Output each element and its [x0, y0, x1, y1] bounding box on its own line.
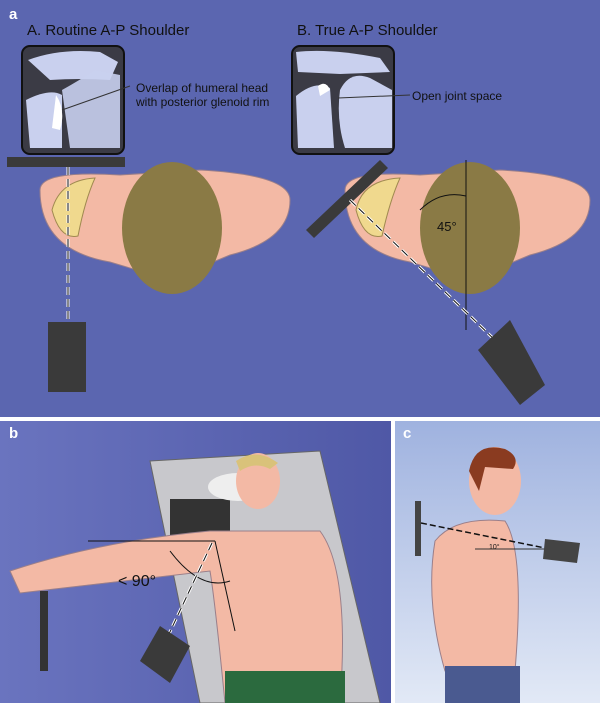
detector-plate-left	[7, 157, 125, 167]
xray-tube-left	[48, 322, 86, 392]
overlap-callout-line2: with posterior glenoid rim	[136, 95, 270, 109]
overlap-callout-line1: Overlap of humeral head	[136, 81, 269, 95]
panel-b: b < 90°	[0, 421, 391, 703]
patient-torso-c	[431, 519, 519, 672]
xray-tube-b	[140, 626, 190, 683]
angle-90-label: < 90°	[118, 573, 156, 590]
open-joint-callout: Open joint space	[412, 89, 503, 103]
xray-tube-c	[543, 539, 580, 563]
true-ap-title: B. True A-P Shoulder	[297, 22, 438, 39]
panel-a-label: a	[9, 6, 18, 23]
detector-b	[40, 591, 48, 671]
panel-c-label: c	[403, 425, 412, 442]
panel-a: a A. Routine A-P Shoulder B. True A-P Sh…	[0, 0, 600, 417]
panel-a-illustration	[7, 45, 591, 405]
patient-shorts	[225, 671, 345, 703]
detector-plate-right	[306, 160, 388, 238]
routine-ap-title: A. Routine A-P Shoulder	[27, 22, 190, 39]
panel-c: c 10°	[395, 421, 600, 703]
patient-pants-c	[445, 666, 520, 703]
panel-b-illustration	[9, 450, 381, 703]
overlap-callout: Overlap of humeral head with posterior g…	[136, 81, 269, 109]
head-top-view-left	[122, 162, 222, 294]
angle-45-label: 45°	[437, 219, 457, 234]
head-top-view-right	[420, 162, 520, 294]
panel-b-label: b	[9, 425, 19, 442]
detector-c	[415, 501, 421, 556]
xray-tube-right	[478, 320, 545, 405]
panel-c-illustration	[415, 447, 580, 703]
angle-10-label: 10°	[489, 544, 500, 551]
